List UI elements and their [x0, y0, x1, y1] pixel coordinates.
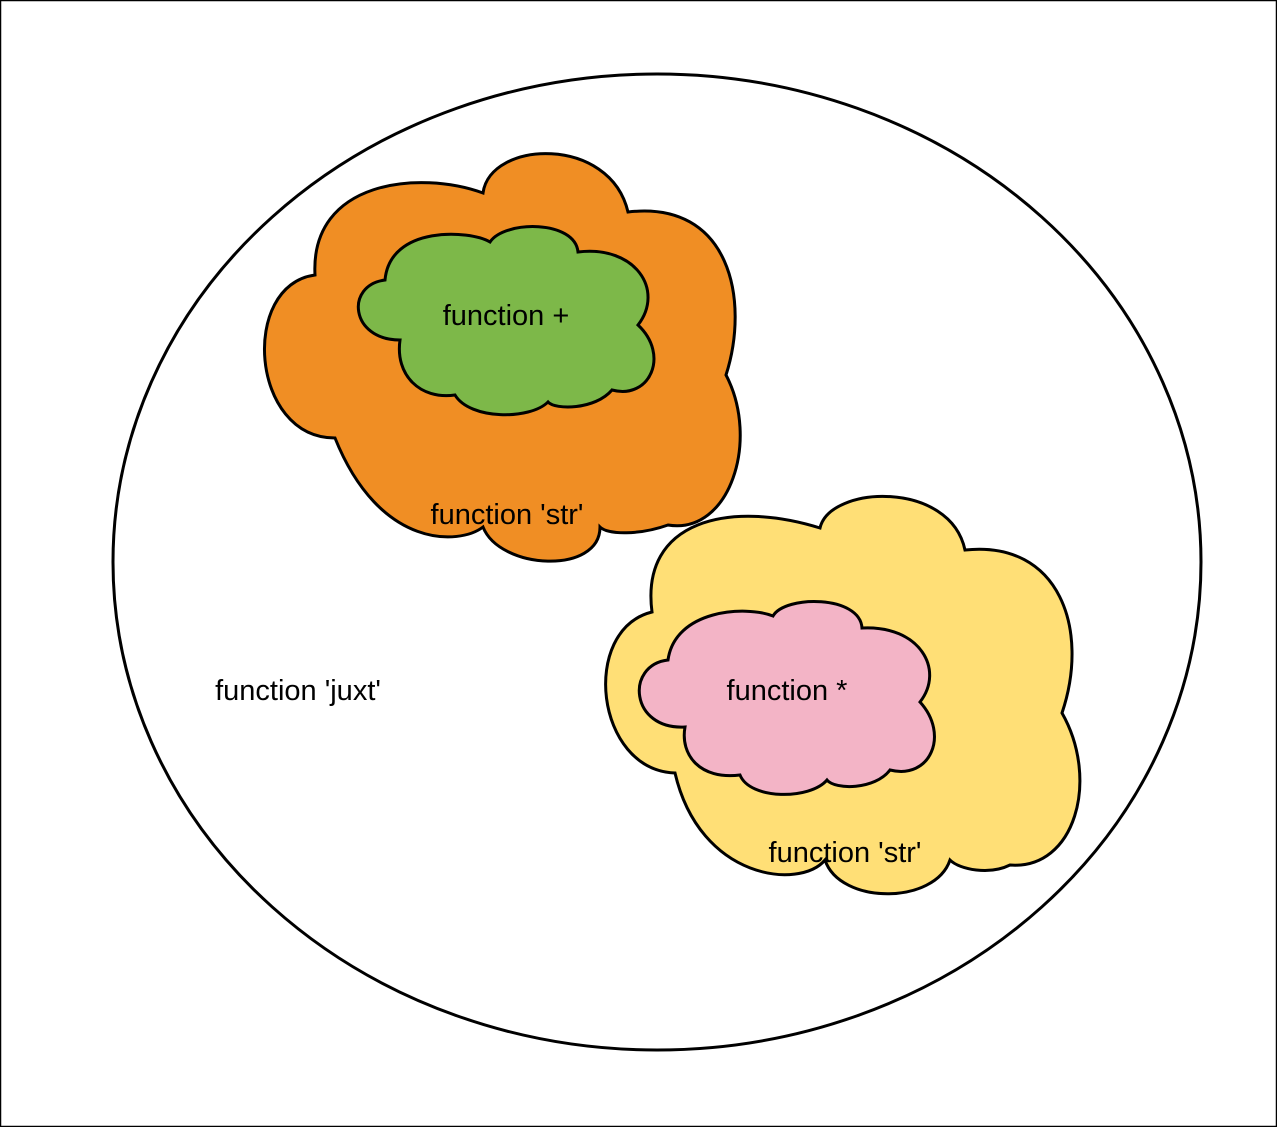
plus-cloud-green	[356, 225, 656, 417]
str-label-yellow: function 'str'	[769, 837, 922, 869]
times-label: function *	[727, 675, 848, 707]
plus-label: function +	[443, 300, 570, 332]
juxt-label: function 'juxt'	[215, 675, 381, 707]
str-label-orange: function 'str'	[431, 499, 584, 531]
times-cloud-pink	[637, 600, 936, 796]
